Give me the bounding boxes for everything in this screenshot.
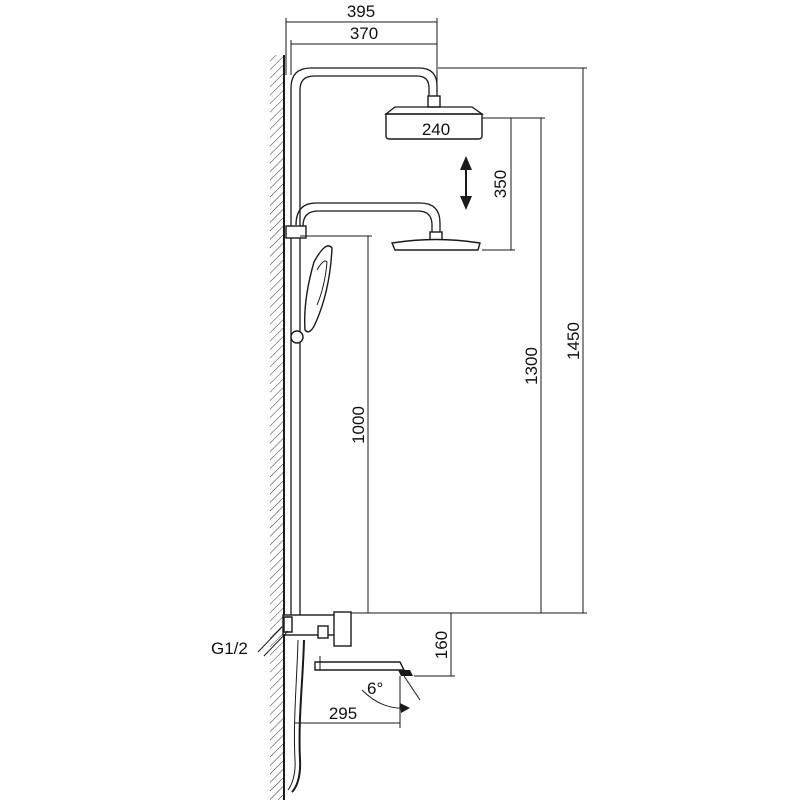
- dim-label-370: 370: [350, 24, 378, 43]
- dim-label-angle: 6°: [367, 679, 383, 698]
- dimension-1000: 1000: [300, 235, 372, 613]
- dim-label-395: 395: [347, 2, 375, 21]
- dim-label-350: 350: [491, 170, 510, 198]
- dimension-1450: 1450: [438, 67, 587, 613]
- overhead-shower-lower: [391, 231, 481, 251]
- mixer-valve: [282, 611, 352, 647]
- dimension-295: 295: [295, 676, 401, 728]
- dim-label-1000: 1000: [349, 406, 368, 444]
- dimension-angle: 6°: [361, 675, 421, 713]
- dimension-370: 370: [290, 24, 437, 75]
- riser-connector: [285, 225, 307, 239]
- dim-label-1300: 1300: [522, 347, 541, 385]
- dimension-1300: 1300: [483, 117, 545, 613]
- dimension-395: 395: [285, 2, 438, 95]
- shower-hose: [287, 639, 305, 793]
- handshower-holder: [290, 330, 304, 344]
- dim-label-295: 295: [329, 704, 357, 723]
- dim-label-240: 240: [422, 120, 450, 139]
- thread-callout: G1/2: [211, 626, 289, 658]
- height-adjust-arrow: [460, 156, 472, 210]
- dim-label-160: 160: [432, 631, 451, 659]
- dimension-350: 350: [482, 117, 515, 251]
- overhead-shower-upper: [384, 95, 485, 140]
- wall: [270, 55, 285, 800]
- bath-spout: [314, 656, 413, 676]
- thread-label: G1/2: [211, 639, 248, 658]
- hand-shower: [304, 245, 333, 333]
- shower-column: [285, 67, 441, 618]
- dimension-240: 240: [388, 120, 480, 140]
- dimension-160: 160: [414, 613, 455, 677]
- dim-label-1450: 1450: [564, 322, 583, 360]
